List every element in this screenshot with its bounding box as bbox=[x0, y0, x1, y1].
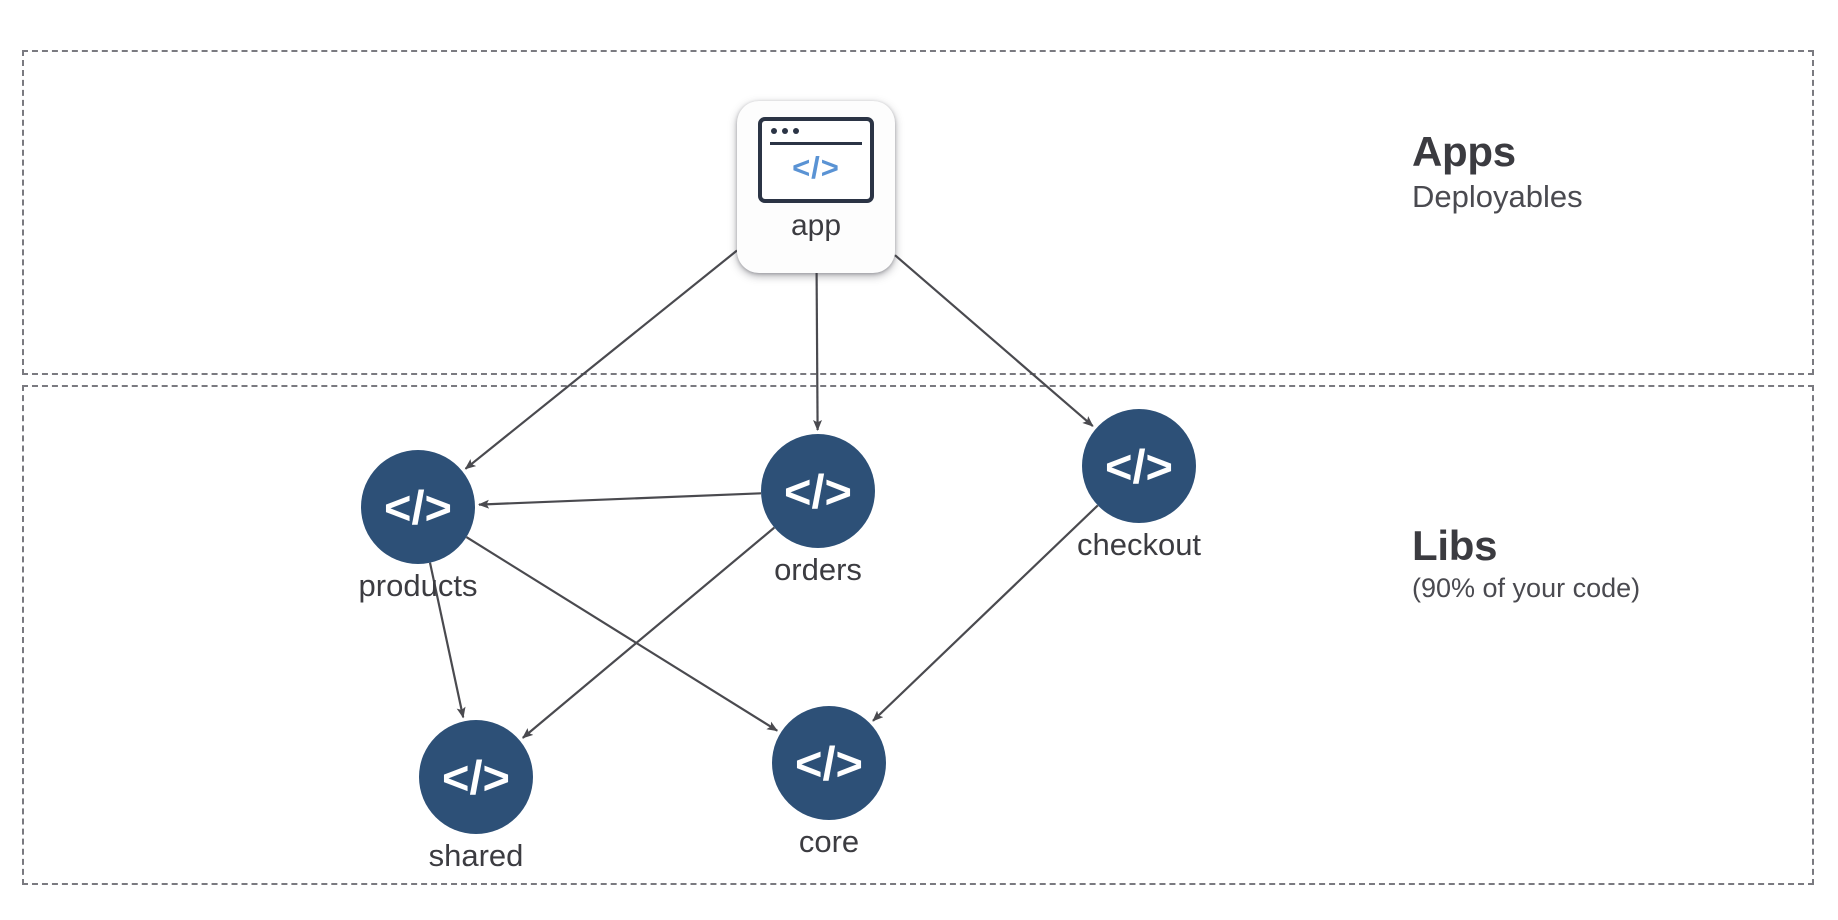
zone-libs-subtitle: (90% of your code) bbox=[1412, 573, 1641, 604]
node-shared-label: shared bbox=[428, 838, 524, 873]
node-app[interactable]: </> app bbox=[737, 101, 895, 273]
node-orders[interactable]: </> orders bbox=[761, 434, 875, 587]
zone-apps-subtitle: Deployables bbox=[1412, 179, 1583, 215]
zone-caption-apps: Apps Deployables bbox=[1412, 128, 1583, 215]
node-checkout-label: checkout bbox=[1076, 527, 1202, 562]
code-brackets-icon: </> bbox=[419, 720, 533, 834]
node-app-label: app bbox=[790, 209, 842, 242]
code-brackets-icon: </> bbox=[1082, 409, 1196, 523]
code-brackets-icon: </> bbox=[761, 434, 875, 548]
window-titlebar-divider bbox=[770, 142, 862, 145]
browser-code-icon: </> bbox=[758, 117, 874, 203]
code-brackets-icon: </> bbox=[361, 450, 475, 564]
code-brackets-glyph: </> bbox=[792, 150, 840, 185]
node-products[interactable]: </> products bbox=[358, 450, 478, 603]
node-orders-label: orders bbox=[774, 552, 862, 587]
zone-caption-libs: Libs (90% of your code) bbox=[1412, 522, 1640, 604]
zone-libs bbox=[22, 385, 1814, 885]
code-brackets-icon: </> bbox=[772, 706, 886, 820]
zone-apps-title: Apps bbox=[1412, 128, 1516, 175]
window-dots-icon bbox=[771, 128, 799, 134]
node-core-label: core bbox=[798, 824, 860, 859]
zone-libs-title: Libs bbox=[1412, 522, 1498, 569]
node-shared[interactable]: </> shared bbox=[419, 720, 533, 873]
node-checkout[interactable]: </> checkout bbox=[1077, 409, 1201, 562]
node-core[interactable]: </> core bbox=[772, 706, 886, 859]
node-products-label: products bbox=[358, 568, 478, 603]
